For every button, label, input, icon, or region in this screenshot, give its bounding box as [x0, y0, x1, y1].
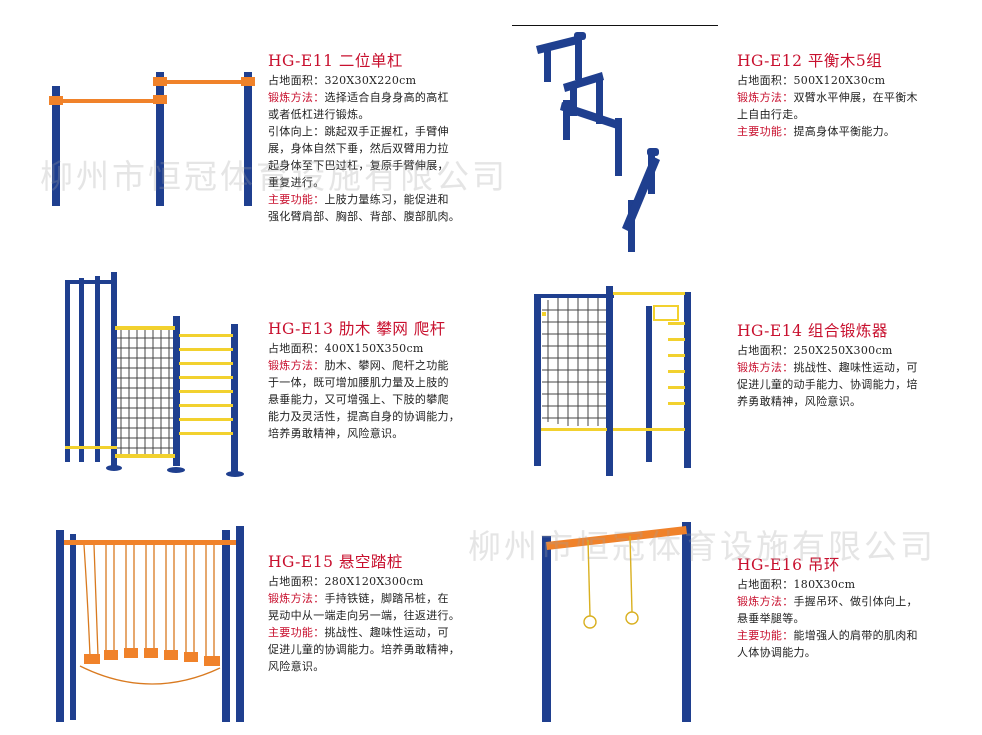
method-row: 锻炼方法：肋木、攀网、爬杆之功能 — [268, 357, 460, 374]
area-label: 占地面积： — [737, 74, 794, 87]
method-text: 促进儿童的动手能力、协调能力，培 — [737, 378, 918, 391]
function-label: 主要功能： — [737, 629, 794, 642]
method-text: 手持铁链，脚踏吊桩，在 — [324, 592, 449, 605]
method-row: 锻炼方法：选择适合自身身高的高杠 — [268, 89, 460, 106]
area-row: 占地面积：180X30cm — [737, 576, 918, 593]
area-label: 占地面积： — [268, 575, 325, 588]
area-row: 占地面积：500X120X30cm — [737, 72, 918, 89]
method-text: 双臂水平伸展，在平衡木 — [793, 91, 918, 104]
area-value: 500X120X30cm — [793, 74, 886, 87]
product-title: HG-E14 组合锻炼器 — [737, 322, 888, 340]
area-row: 占地面积：400X150X350cm — [268, 340, 460, 357]
method-text: 挑战性、趣味性运动，可 — [793, 361, 918, 374]
function-text: 促进儿童的协调能力。培养勇敢精神， — [268, 643, 461, 656]
double-horizontal-bar-illustration — [49, 72, 255, 206]
method-text: 起身体至下巴过杠，复原手臂伸展， — [268, 159, 449, 172]
method-label: 锻炼方法： — [737, 91, 794, 104]
gymnastic-rings-illustration — [542, 522, 691, 722]
method-row: 锻炼方法：手握吊环、做引体向上， — [737, 593, 918, 610]
product-title: HG-E13 肋木 攀网 爬杆 — [268, 320, 446, 338]
method-text: 手握吊环、做引体向上， — [793, 595, 918, 608]
rib-wall-net-pole-illustration — [65, 272, 244, 477]
method-text: 选择适合自身身高的高杠 — [324, 91, 449, 104]
product-title: HG-E11 二位单杠 — [268, 52, 403, 70]
function-text: 提高身体平衡能力。 — [793, 125, 896, 138]
product-title: HG-E16 吊环 — [737, 556, 840, 574]
function-label: 主要功能： — [268, 626, 325, 639]
method-text: 培养勇敢精神，风险意识。 — [268, 427, 404, 440]
suspended-stepping-stakes-illustration — [56, 526, 244, 722]
top-divider-line — [512, 25, 718, 26]
method-text: 上自由行走。 — [737, 108, 805, 121]
area-value: 320X30X220cm — [324, 74, 417, 87]
area-label: 占地面积： — [268, 74, 325, 87]
method-text: 引体向上：跳起双手正握杠，手臂伸 — [268, 125, 449, 138]
method-text: 或者低杠进行锻炼。 — [268, 108, 370, 121]
area-row: 占地面积：280X120X300cm — [268, 573, 460, 590]
method-text: 展，身体自然下垂，然后双臂用力拉 — [268, 142, 449, 155]
product-title: HG-E12 平衡木5组 — [737, 52, 883, 70]
function-text: 强化臂肩部、胸部、背部、腹部肌肉。 — [268, 210, 461, 223]
method-text: 重复进行。 — [268, 176, 325, 189]
method-text: 晃动中从一端走向另一端，往返进行。 — [268, 609, 461, 622]
area-label: 占地面积： — [268, 342, 325, 355]
function-label: 主要功能： — [737, 125, 794, 138]
method-text: 养勇敢精神，风险意识。 — [737, 395, 862, 408]
function-text: 上肢力量练习，能促进和 — [324, 193, 449, 206]
area-value: 400X150X350cm — [324, 342, 424, 355]
method-text: 肋木、攀网、爬杆之功能 — [324, 359, 449, 372]
method-label: 锻炼方法： — [737, 595, 794, 608]
area-value: 280X120X300cm — [324, 575, 424, 588]
area-row: 占地面积：320X30X220cm — [268, 72, 460, 89]
method-row: 锻炼方法：挑战性、趣味性运动，可 — [737, 359, 918, 376]
function-text: 能增强人的肩带的肌肉和 — [793, 629, 918, 642]
method-label: 锻炼方法： — [737, 361, 794, 374]
function-text: 风险意识。 — [268, 660, 325, 673]
function-row: 主要功能：挑战性、趣味性运动，可 — [268, 624, 460, 641]
function-row: 主要功能：上肢力量练习，能促进和 — [268, 191, 460, 208]
function-row: 主要功能：提高身体平衡能力。 — [737, 123, 918, 140]
balance-beam-illustration — [536, 32, 660, 252]
combination-trainer-illustration — [534, 286, 691, 476]
area-row: 占地面积：250X250X300cm — [737, 342, 918, 359]
area-label: 占地面积： — [737, 578, 794, 591]
method-text: 能力及灵活性，提高自身的协调能力， — [268, 410, 461, 423]
function-text: 挑战性、趣味性运动，可 — [324, 626, 449, 639]
product-title: HG-E15 悬空踏桩 — [268, 553, 403, 571]
area-value: 180X30cm — [793, 578, 856, 591]
method-text: 悬垂能力，又可增强上、下肢的攀爬 — [268, 393, 449, 406]
method-text: 于一体，既可增加腰肌力量及上肢的 — [268, 376, 449, 389]
method-label: 锻炼方法： — [268, 359, 325, 372]
area-label: 占地面积： — [737, 344, 794, 357]
function-label: 主要功能： — [268, 193, 325, 206]
function-row: 主要功能：能增强人的肩带的肌肉和 — [737, 627, 918, 644]
area-value: 250X250X300cm — [793, 344, 893, 357]
function-text: 人体协调能力。 — [737, 646, 817, 659]
method-text: 悬垂举腿等。 — [737, 612, 805, 625]
method-row: 锻炼方法：手持铁链，脚踏吊桩，在 — [268, 590, 460, 607]
method-row: 锻炼方法：双臂水平伸展，在平衡木 — [737, 89, 918, 106]
method-label: 锻炼方法： — [268, 91, 325, 104]
method-label: 锻炼方法： — [268, 592, 325, 605]
